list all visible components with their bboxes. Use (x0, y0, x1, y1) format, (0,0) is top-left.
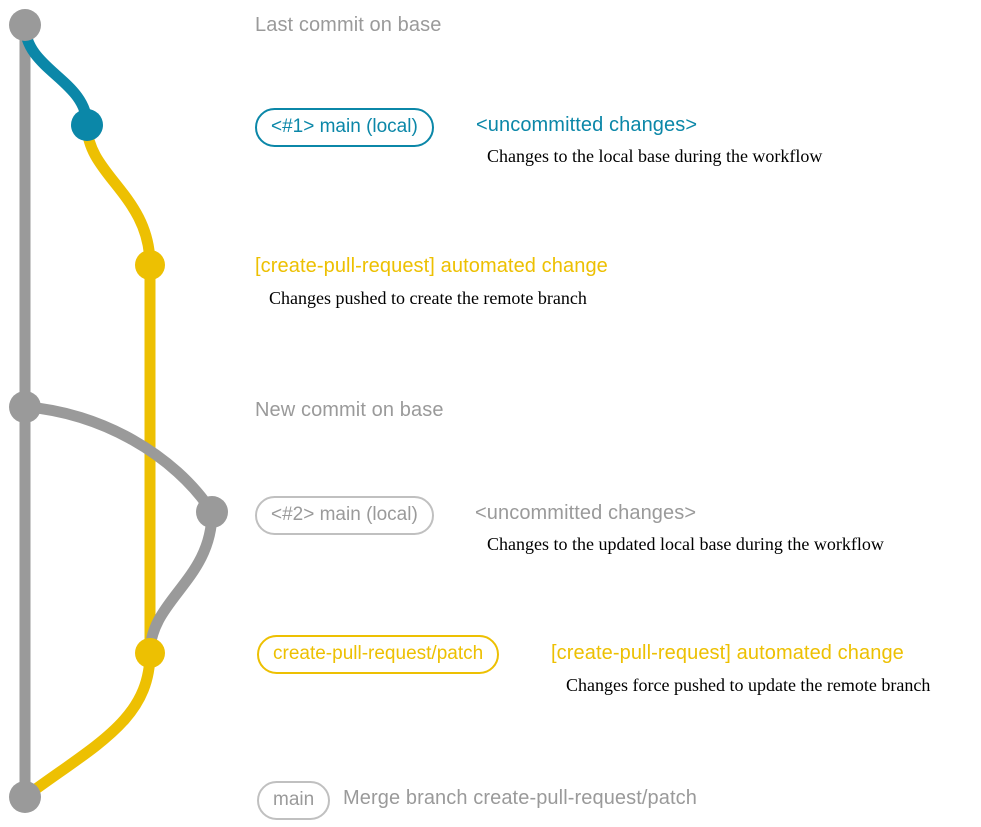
branch-pill-main-local-1[interactable]: <#1> main (local) (255, 108, 434, 147)
commit-description-remote-1: Changes pushed to create the remote bran… (269, 288, 587, 308)
commit-description-local-2: Changes to the updated local base during… (487, 534, 884, 554)
commit-description-local-1: Changes to the local base during the wor… (487, 146, 823, 166)
commit-title-remote-1: [create-pull-request] automated change (255, 255, 608, 277)
branch-graph (9, 9, 228, 813)
remote-branch-line (19, 119, 156, 803)
node-last-commit-on-base (9, 9, 41, 41)
last-commit-on-base-heading: Last commit on base (255, 14, 442, 36)
node-local-commit-1 (71, 109, 103, 141)
new-commit-on-base-heading: New commit on base (255, 399, 444, 421)
local-branch-line-blue (19, 19, 93, 131)
branch-pill-main-local-2[interactable]: <#2> main (local) (255, 496, 434, 535)
branch-pill-main[interactable]: main (257, 781, 331, 820)
commit-description-remote-2: Changes force pushed to update the remot… (566, 675, 931, 695)
branch-pill-create-pull-request-patch[interactable]: create-pull-request/patch (257, 635, 500, 674)
commit-title-remote-2: [create-pull-request] automated change (551, 642, 904, 664)
node-local-commit-2 (196, 496, 228, 528)
local-branch-line-gray (19, 401, 218, 659)
node-merge-commit (9, 781, 41, 813)
node-remote-commit-1 (135, 250, 165, 280)
node-new-commit-on-base (9, 391, 41, 423)
commit-title-local-2: <uncommitted changes> (475, 502, 697, 524)
commit-title-merge: Merge branch create-pull-request/patch (343, 787, 697, 809)
node-remote-commit-2 (135, 638, 165, 668)
commit-title-local-1: <uncommitted changes> (476, 114, 698, 136)
